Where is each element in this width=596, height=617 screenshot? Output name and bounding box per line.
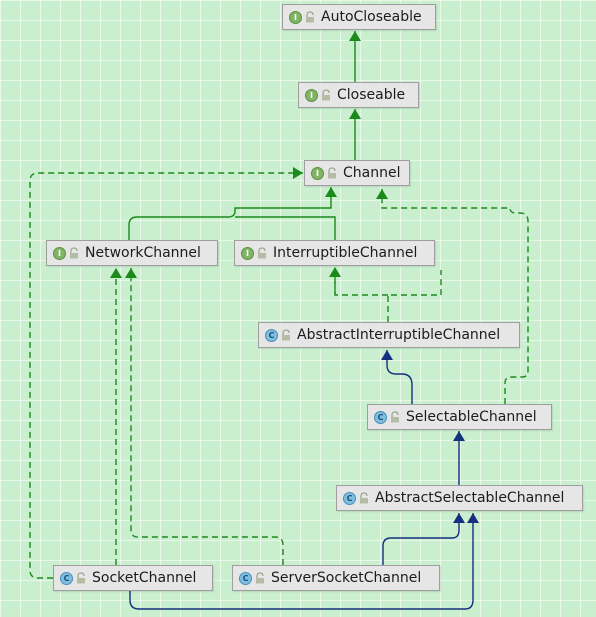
abstract-class-icon: C (239, 571, 252, 585)
lock-icon (322, 89, 330, 101)
lock-icon (77, 572, 85, 584)
interface-icon: I (241, 246, 254, 260)
node-label: AbstractSelectableChannel (375, 490, 565, 506)
abstract-class-icon: C (60, 571, 73, 585)
node-closeable[interactable]: I Closeable (298, 82, 419, 108)
abstract-class-icon: C (265, 328, 278, 342)
edge-interruptiblechannel-channel (235, 216, 336, 240)
edge-serversocketchannel-networkchannel (125, 268, 284, 565)
lock-icon (282, 329, 290, 341)
edge-networkchannel-channel (128, 187, 337, 240)
lock-icon (70, 247, 78, 259)
node-label: Channel (343, 165, 401, 181)
lock-icon (258, 247, 266, 259)
abstract-class-icon: C (343, 491, 356, 505)
node-label: Closeable (337, 87, 406, 103)
interface-icon: I (311, 166, 324, 180)
node-label: SocketChannel (92, 570, 197, 586)
edge-serversocketchannel-abstractselectablechannel (382, 513, 465, 565)
node-label: AutoCloseable (321, 9, 422, 25)
node-interruptiblechannel[interactable]: I InterruptibleChannel (234, 240, 435, 266)
node-abstractselectablechannel[interactable]: C AbstractSelectableChannel (336, 485, 583, 511)
node-label: AbstractInterruptibleChannel (297, 327, 501, 343)
lock-icon (256, 572, 264, 584)
lock-icon (306, 11, 314, 23)
node-networkchannel[interactable]: I NetworkChannel (46, 240, 218, 266)
node-label: NetworkChannel (85, 245, 201, 261)
node-abstractinterruptiblechannel[interactable]: C AbstractInterruptibleChannel (258, 322, 520, 348)
edge-abstractinterruptiblechannel-interruptiblechannel (334, 268, 442, 322)
node-socketchannel[interactable]: C SocketChannel (53, 565, 213, 591)
node-label: InterruptibleChannel (273, 245, 418, 261)
lock-icon (360, 492, 368, 504)
interface-icon: I (305, 88, 318, 102)
node-label: SelectableChannel (406, 409, 537, 425)
node-autocloseable[interactable]: I AutoCloseable (282, 4, 436, 30)
abstract-class-icon: C (374, 410, 387, 424)
lock-icon (391, 411, 399, 423)
edge-socketchannel-channel (29, 167, 303, 579)
edge-selectablechannel-abstractinterruptiblechannel (381, 350, 413, 404)
lock-icon (328, 167, 336, 179)
interface-icon: I (289, 10, 302, 24)
node-selectablechannel[interactable]: C SelectableChannel (367, 404, 552, 430)
node-channel[interactable]: I Channel (304, 160, 410, 186)
edge-socketchannel-abstractselectablechannel (129, 513, 479, 610)
edge-selectablechannel-channel (376, 189, 529, 404)
node-serversocketchannel[interactable]: C ServerSocketChannel (232, 565, 440, 591)
interface-icon: I (53, 246, 66, 260)
node-label: ServerSocketChannel (271, 570, 422, 586)
